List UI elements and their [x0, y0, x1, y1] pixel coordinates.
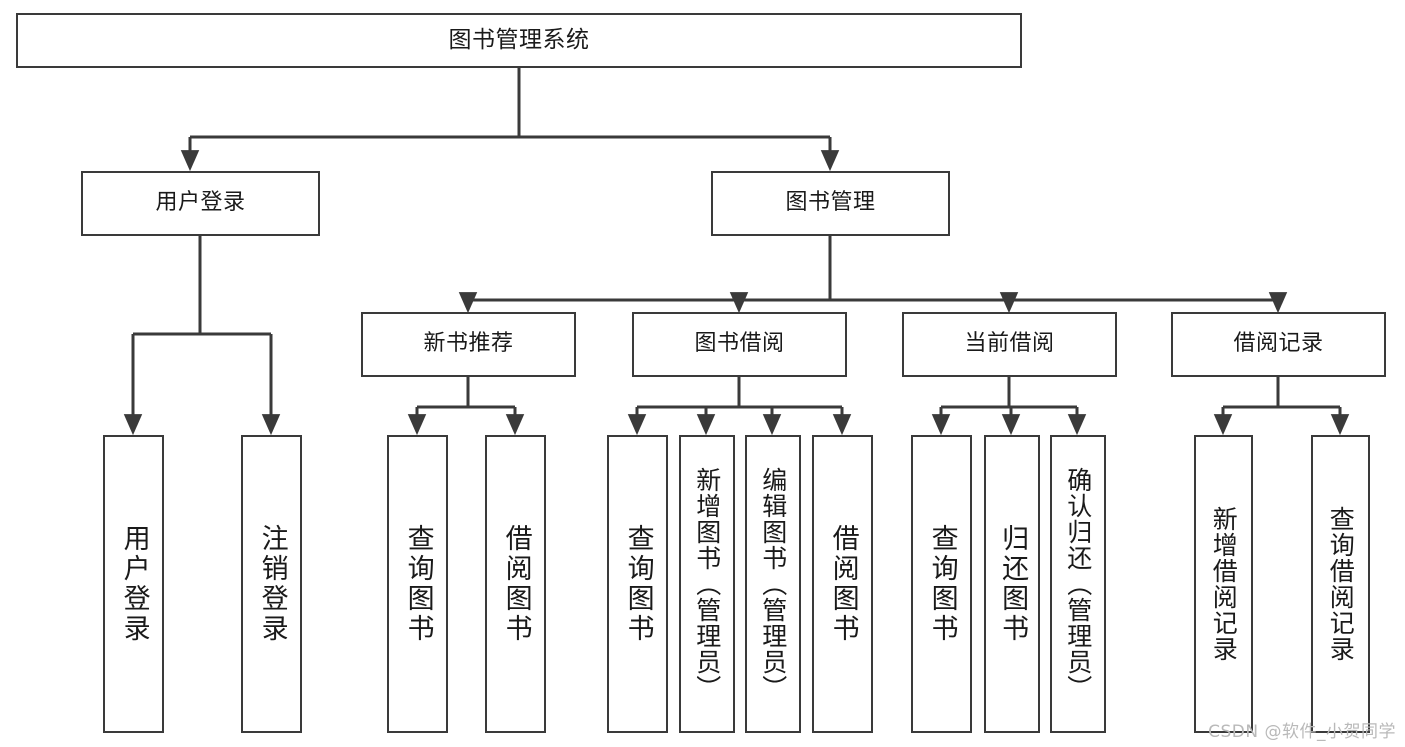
leaf-add-borrow-record[interactable]: 新增借阅记录 [1194, 435, 1253, 733]
node-label: 借阅图书 [500, 524, 532, 644]
node-book-management[interactable]: 图书管理 [711, 171, 950, 236]
node-label: 注销登录 [256, 524, 288, 644]
node-label: 用户登录 [155, 190, 246, 216]
node-label: 编辑图书（管理员） [758, 467, 788, 701]
leaf-query-book-current[interactable]: 查询图书 [911, 435, 972, 733]
node-label: 查询图书 [926, 524, 958, 644]
node-label: 归还图书 [997, 524, 1029, 644]
leaf-query-borrow-record[interactable]: 查询借阅记录 [1311, 435, 1370, 733]
node-label: 查询图书 [622, 524, 654, 644]
node-label: 图书管理系统 [448, 26, 590, 53]
node-label: 图书管理 [785, 190, 876, 216]
leaf-query-book-borrow[interactable]: 查询图书 [607, 435, 668, 733]
node-root-system[interactable]: 图书管理系统 [16, 13, 1022, 68]
node-label: 查询借阅记录 [1326, 506, 1356, 662]
node-label: 当前借阅 [964, 331, 1055, 357]
node-label: 新书推荐 [423, 331, 514, 357]
leaf-query-book-recommend[interactable]: 查询图书 [387, 435, 448, 733]
node-label: 用户登录 [118, 524, 150, 644]
node-new-book-recommend[interactable]: 新书推荐 [361, 312, 576, 377]
node-book-borrow[interactable]: 图书借阅 [632, 312, 847, 377]
node-label: 查询图书 [402, 524, 434, 644]
leaf-borrow-book[interactable]: 借阅图书 [812, 435, 873, 733]
node-label: 借阅记录 [1233, 331, 1324, 357]
leaf-add-book-admin[interactable]: 新增图书（管理员） [679, 435, 735, 733]
watermark-text: CSDN @软件_小贺同学 [1208, 722, 1396, 742]
node-user-login[interactable]: 用户登录 [81, 171, 320, 236]
node-label: 借阅图书 [827, 524, 859, 644]
leaf-edit-book-admin[interactable]: 编辑图书（管理员） [745, 435, 801, 733]
leaf-logout-login[interactable]: 注销登录 [241, 435, 302, 733]
node-label: 图书借阅 [694, 331, 785, 357]
leaf-user-login[interactable]: 用户登录 [103, 435, 164, 733]
leaf-borrow-book-recommend[interactable]: 借阅图书 [485, 435, 546, 733]
node-label: 确认归还（管理员） [1063, 467, 1093, 701]
node-current-borrow[interactable]: 当前借阅 [902, 312, 1117, 377]
node-label: 新增借阅记录 [1209, 506, 1239, 662]
node-label: 新增图书（管理员） [692, 467, 722, 701]
leaf-confirm-return-admin[interactable]: 确认归还（管理员） [1050, 435, 1106, 733]
leaf-return-book[interactable]: 归还图书 [984, 435, 1040, 733]
node-borrow-record[interactable]: 借阅记录 [1171, 312, 1386, 377]
